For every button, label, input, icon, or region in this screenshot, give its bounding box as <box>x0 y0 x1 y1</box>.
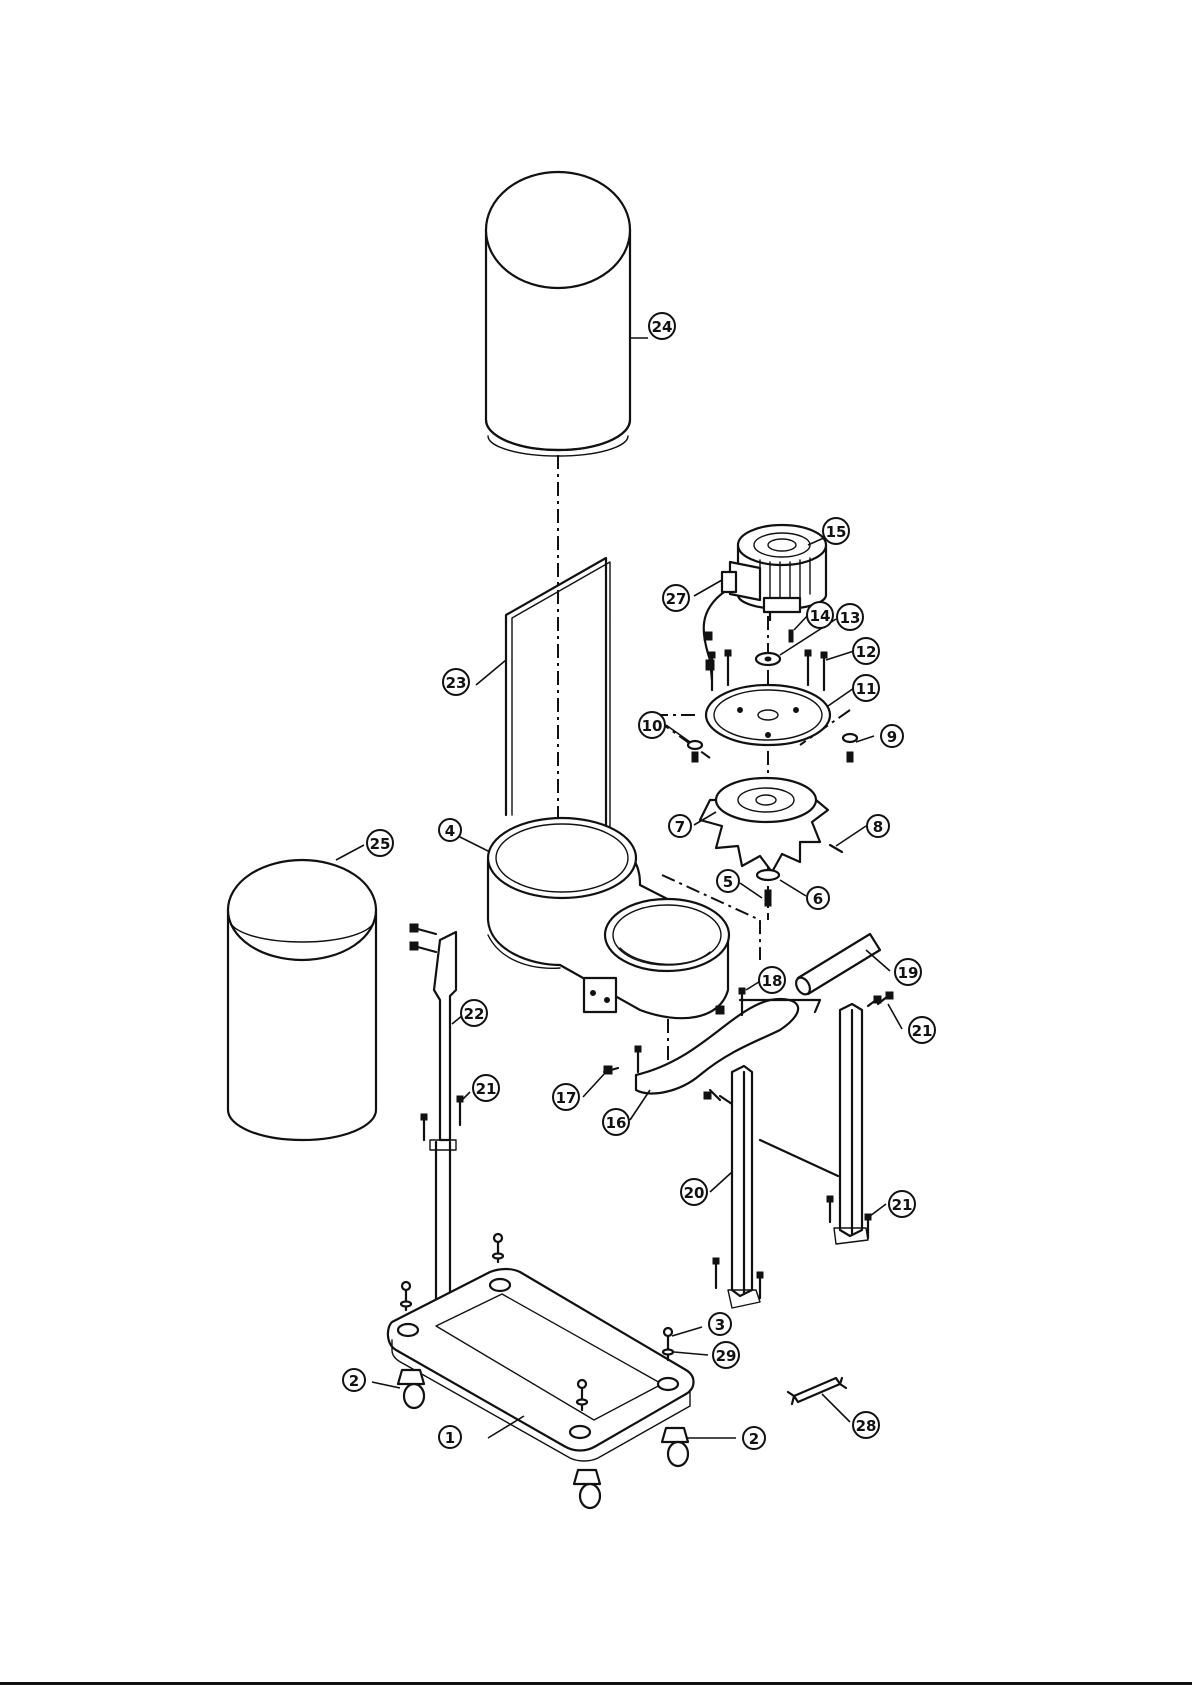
collection-bag-part-25 <box>228 860 376 1140</box>
callout-7: 7 <box>669 815 691 837</box>
wrench-part-28 <box>788 1378 846 1404</box>
callout-27: 27 <box>663 585 689 611</box>
callout-6: 6 <box>807 887 829 909</box>
callout-number: 12 <box>856 643 877 661</box>
filter-bag-part-24 <box>486 172 630 456</box>
bolt-part-5 <box>765 890 771 906</box>
callout-number: 3 <box>715 1316 725 1334</box>
callout-21: 21 <box>473 1075 499 1101</box>
callout-number: 14 <box>810 607 831 625</box>
callout-19: 19 <box>895 959 921 985</box>
callout-number: 10 <box>642 717 663 735</box>
washer-part-6 <box>757 870 779 880</box>
callout-number: 21 <box>476 1080 497 1098</box>
callout-20: 20 <box>681 1179 707 1205</box>
callout-number: 8 <box>873 818 883 836</box>
callout-number: 23 <box>446 674 467 692</box>
callout-28: 28 <box>853 1412 879 1438</box>
callout-22: 22 <box>461 1000 487 1026</box>
callout-number: 4 <box>445 822 455 840</box>
callout-3: 3 <box>709 1313 731 1335</box>
callout-number: 7 <box>675 818 685 836</box>
callout-4: 4 <box>439 819 461 841</box>
callout-number: 9 <box>887 728 897 746</box>
callout-23: 23 <box>443 669 469 695</box>
callout-21: 21 <box>909 1017 935 1043</box>
callout-number: 5 <box>723 873 733 891</box>
callout-9: 9 <box>881 725 903 747</box>
callout-number: 17 <box>556 1089 577 1107</box>
callout-number: 16 <box>606 1114 627 1132</box>
callout-1: 1 <box>439 1426 461 1448</box>
callout-number: 20 <box>684 1184 705 1202</box>
callout-14: 14 <box>807 602 833 628</box>
callout-17: 17 <box>553 1084 579 1110</box>
callout-11: 11 <box>853 675 879 701</box>
callout-16: 16 <box>603 1109 629 1135</box>
callout-number: 6 <box>813 890 823 908</box>
callout-number: 25 <box>370 835 391 853</box>
screw-16-17 <box>635 1046 641 1072</box>
housing-part-4 <box>488 818 729 1018</box>
impeller-part-7 <box>700 778 828 872</box>
callout-13: 13 <box>837 604 863 630</box>
callout-2: 2 <box>343 1369 365 1391</box>
callout-number: 21 <box>912 1022 933 1040</box>
leg-part-20 <box>704 1066 763 1308</box>
callout-25: 25 <box>367 830 393 856</box>
motor-plate-part-11 <box>706 685 830 745</box>
callout-15: 15 <box>823 518 849 544</box>
callout-number: 24 <box>652 318 673 336</box>
callout-10: 10 <box>639 712 665 738</box>
set-screw-part-8 <box>830 845 842 852</box>
callout-number: 21 <box>892 1196 913 1214</box>
washer-bolt-part-9 <box>843 734 857 762</box>
callout-12: 12 <box>853 638 879 664</box>
callout-2: 2 <box>743 1427 765 1449</box>
callout-21: 21 <box>889 1191 915 1217</box>
callout-number: 18 <box>762 972 783 990</box>
washer-bolt-part-10 <box>688 741 702 762</box>
callout-number: 2 <box>749 1430 759 1448</box>
callout-number: 1 <box>445 1429 455 1447</box>
left-leg-part-22 <box>410 924 463 1310</box>
motor-key-part-14 <box>789 630 793 642</box>
callout-number: 22 <box>464 1005 485 1023</box>
callout-number: 2 <box>349 1372 359 1390</box>
callout-number: 13 <box>840 609 861 627</box>
callout-number: 11 <box>856 680 877 698</box>
callout-8: 8 <box>867 815 889 837</box>
callout-number: 29 <box>716 1347 737 1365</box>
callout-24: 24 <box>649 313 675 339</box>
inlet-tube-part-19 <box>793 934 880 997</box>
callout-number: 27 <box>666 590 687 608</box>
callout-number: 19 <box>898 964 919 982</box>
callout-number: 28 <box>856 1417 877 1435</box>
callout-5: 5 <box>717 870 739 892</box>
callout-18: 18 <box>759 967 785 993</box>
base-part-1 <box>388 1269 694 1461</box>
washer-part-13 <box>756 653 780 665</box>
callout-29: 29 <box>713 1342 739 1368</box>
callout-number: 15 <box>826 523 847 541</box>
